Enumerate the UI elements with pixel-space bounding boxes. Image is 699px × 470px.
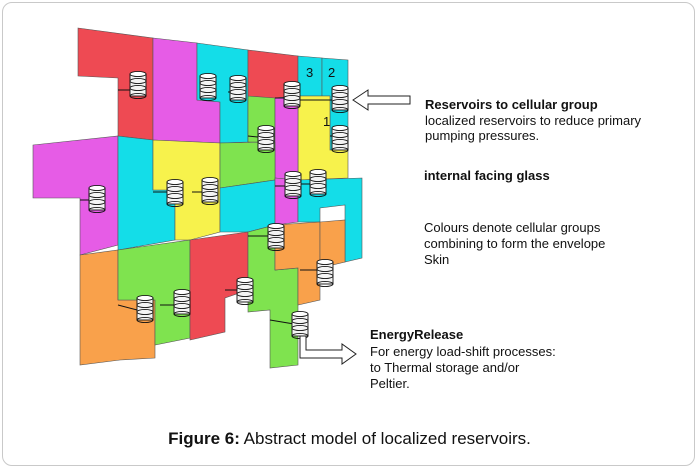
colours-text-3: Skin (424, 252, 450, 267)
caption-text: Abstract model of localized reservoirs. (239, 429, 531, 448)
reservoir-icon (267, 222, 285, 252)
reservoir-icon (331, 84, 349, 114)
reservoir-icon (291, 310, 309, 340)
panel-number-2: 2 (328, 65, 335, 80)
figure-caption: Figure 6: Abstract model of localized re… (0, 429, 699, 449)
reservoirs-title: Reservoirs to cellular group (425, 97, 598, 112)
reservoir-diagram: 3 2 1 (32, 27, 411, 369)
panel-number-1: 1 (323, 114, 330, 129)
reservoir-icon (136, 294, 154, 324)
energy-text-3: Peltier. (370, 376, 410, 391)
colours-text-1: Colours denote cellular groups (424, 220, 601, 235)
reservoir-icon (173, 288, 191, 318)
reservoir-icon (229, 74, 247, 104)
reservoir-icon (331, 124, 349, 154)
reservoir-icon (88, 184, 106, 214)
panel-number-3: 3 (306, 65, 313, 80)
reservoirs-text-1: localized reservoirs to reduce primary (425, 113, 642, 128)
reservoir-icon (201, 176, 219, 206)
panel-orange-right-edge (319, 219, 346, 269)
reservoir-icon (283, 80, 301, 110)
energy-release-arrow (299, 335, 357, 365)
energy-title: EnergyRelease (370, 327, 464, 342)
colours-text-2: combining to form the envelope (424, 236, 606, 251)
reservoir-icon (129, 70, 147, 100)
glass-title: internal facing glass (424, 168, 550, 183)
reservoir-icon (316, 258, 334, 288)
reservoir-icon (309, 168, 327, 198)
reservoir-group (88, 70, 349, 340)
panel-cyan-middle (219, 179, 276, 233)
reservoirs-text-2: pumping pressures. (425, 128, 540, 143)
energy-text-2: to Thermal storage and/or (370, 360, 520, 375)
reservoir-icon (284, 170, 302, 200)
figure-frame (2, 2, 695, 466)
reservoir-icon (236, 276, 254, 306)
reservoirs-arrow (352, 89, 411, 111)
envelope-panels (32, 27, 363, 369)
energy-text-1: For energy load-shift processes: (370, 344, 556, 359)
reservoir-icon (199, 72, 217, 102)
reservoir-icon (166, 178, 184, 208)
reservoir-icon (257, 124, 275, 154)
caption-label: Figure 6: (168, 429, 240, 448)
panel-cyan-right-hook (297, 177, 363, 263)
